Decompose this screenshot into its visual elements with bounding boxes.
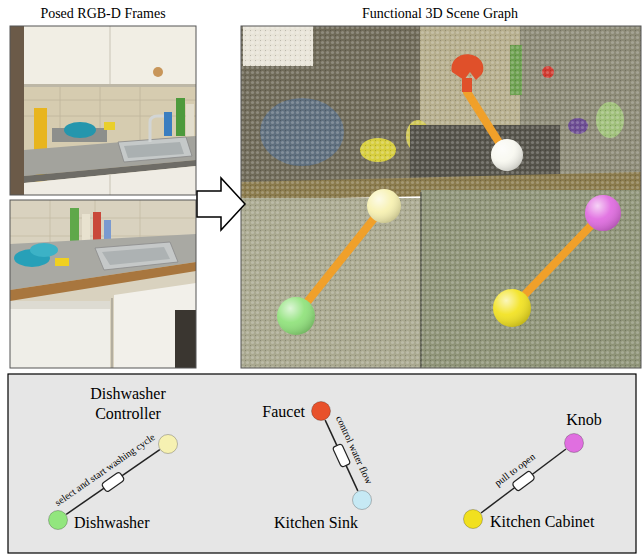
bottle bbox=[93, 212, 101, 242]
faucet-node bbox=[451, 54, 483, 80]
graph-node: Kitchen Cabinet bbox=[463, 509, 483, 529]
bottle bbox=[186, 104, 194, 136]
node-shading bbox=[493, 289, 531, 327]
kitchen-photo bbox=[10, 200, 196, 368]
sink-basin bbox=[102, 247, 170, 265]
wall bbox=[10, 26, 196, 195]
lower-cabinet bbox=[114, 283, 196, 368]
point-texture bbox=[241, 26, 641, 368]
node-shading bbox=[277, 297, 315, 335]
node-circle bbox=[49, 511, 68, 530]
dishwasher-panel bbox=[10, 301, 110, 309]
node-label: Kitchen Sink bbox=[274, 513, 358, 533]
legend-panel bbox=[8, 374, 636, 553]
node-circle bbox=[464, 510, 483, 529]
sink bbox=[95, 242, 178, 270]
node-circle bbox=[463, 509, 483, 529]
upper-cabinet bbox=[24, 26, 196, 84]
graph-node: Dishwasher Controller bbox=[158, 434, 178, 454]
cabinet-shadow bbox=[24, 84, 196, 87]
bowl bbox=[30, 243, 58, 257]
appliance bbox=[175, 310, 196, 368]
node-shading bbox=[491, 139, 523, 171]
faucet bbox=[150, 116, 164, 142]
sink bbox=[118, 137, 192, 162]
node-shading bbox=[585, 195, 621, 231]
graph-node bbox=[585, 195, 621, 231]
node-circle bbox=[565, 434, 584, 453]
graph-node bbox=[277, 297, 315, 335]
graph-edge bbox=[296, 206, 384, 316]
graph-node bbox=[493, 289, 531, 327]
node-circle bbox=[159, 435, 178, 454]
node-label: Dishwasher Controller bbox=[90, 384, 166, 424]
node-label: Kitchen Cabinet bbox=[490, 512, 594, 532]
faucet-node bbox=[462, 78, 472, 92]
photo-frame bbox=[10, 200, 196, 368]
lower-cabinet bbox=[24, 166, 196, 195]
graph-node: Dishwasher bbox=[48, 510, 68, 530]
cabinet-gap bbox=[111, 298, 112, 368]
graph-node: Knob bbox=[564, 433, 584, 453]
scene-render bbox=[241, 26, 641, 368]
bottle bbox=[82, 214, 90, 242]
bowl bbox=[64, 122, 96, 138]
node-label: Knob bbox=[566, 410, 602, 430]
panel-heading: Functional 3D Scene Graph bbox=[362, 5, 518, 22]
node-circle bbox=[311, 401, 331, 421]
wall-shadow bbox=[10, 26, 24, 195]
node-label: Dishwasher bbox=[74, 513, 150, 533]
node-shading bbox=[367, 189, 401, 223]
graph-node bbox=[367, 189, 401, 223]
relation-connector bbox=[481, 449, 566, 513]
graph-node: Faucet bbox=[311, 401, 331, 421]
cabinet-gap bbox=[110, 26, 111, 84]
graph-node bbox=[491, 139, 523, 171]
connector-group bbox=[481, 449, 566, 513]
dishwasher bbox=[10, 301, 110, 368]
sink-basin bbox=[124, 142, 184, 158]
bottle bbox=[164, 112, 172, 136]
node-label: Faucet bbox=[262, 402, 305, 422]
cabinet-knob bbox=[153, 67, 163, 77]
sponge bbox=[104, 122, 115, 130]
wall bbox=[10, 200, 196, 368]
node-circle bbox=[352, 490, 372, 510]
cabinet-gap bbox=[110, 175, 111, 195]
bottle bbox=[70, 208, 79, 242]
node-circle bbox=[312, 402, 331, 421]
tiles bbox=[24, 87, 196, 140]
graph-node: Kitchen Sink bbox=[352, 490, 372, 510]
node-circle bbox=[564, 433, 584, 453]
graph-edge bbox=[512, 213, 603, 308]
kitchen-photo bbox=[10, 26, 196, 195]
node-circle bbox=[158, 434, 178, 454]
render-frame bbox=[241, 26, 641, 368]
node-circle bbox=[48, 510, 68, 530]
sponge bbox=[55, 258, 69, 266]
panel-heading: Posed RGB-D Frames bbox=[40, 5, 165, 22]
node-circle bbox=[353, 491, 372, 510]
flow-arrow bbox=[197, 178, 245, 230]
bottle bbox=[176, 98, 185, 136]
photo-frame bbox=[10, 26, 196, 195]
